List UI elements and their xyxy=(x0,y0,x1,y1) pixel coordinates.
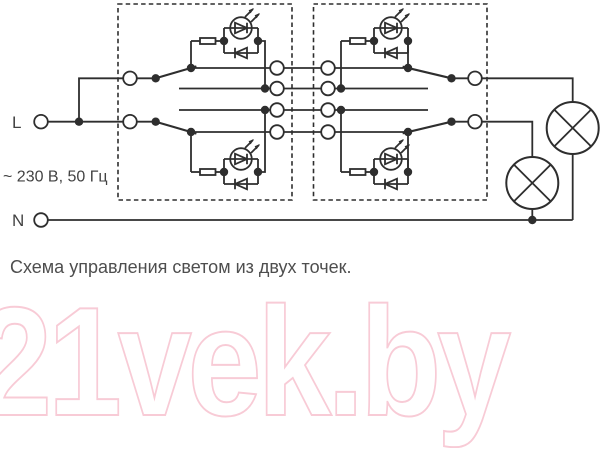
terminals xyxy=(33,60,483,228)
led-indicator-left-lower xyxy=(190,105,270,191)
watermark: 21vek.by xyxy=(0,275,512,448)
switch-unit-outline-right xyxy=(312,3,488,201)
l-source-terminal xyxy=(33,113,49,130)
switch-left-upper xyxy=(136,63,197,83)
led-indicator-left-upper xyxy=(190,7,270,93)
switch-right-upper xyxy=(402,63,469,83)
switch-right-lower xyxy=(402,117,469,137)
switch-unit-outline-left xyxy=(117,3,293,201)
n-source-terminal xyxy=(33,212,49,228)
supply-wires xyxy=(47,77,573,221)
lamp-icon-1 xyxy=(545,101,600,155)
led-indicator-right-upper xyxy=(336,7,414,93)
label-voltage: ~ 230 В, 50 Гц xyxy=(3,169,108,186)
label-neutral: N xyxy=(12,211,24,230)
circuit-diagram: L ~ 230 В, 50 Гц N xyxy=(3,3,600,230)
connecting-wires xyxy=(179,67,428,133)
led-indicator-right-lower xyxy=(336,105,414,191)
label-line: L xyxy=(12,113,21,132)
switch-left-lower xyxy=(136,117,197,137)
lamp-wires xyxy=(481,77,574,225)
lamp-icon-2 xyxy=(505,156,560,210)
caption: Схема управления светом из двух точек. xyxy=(10,257,352,277)
